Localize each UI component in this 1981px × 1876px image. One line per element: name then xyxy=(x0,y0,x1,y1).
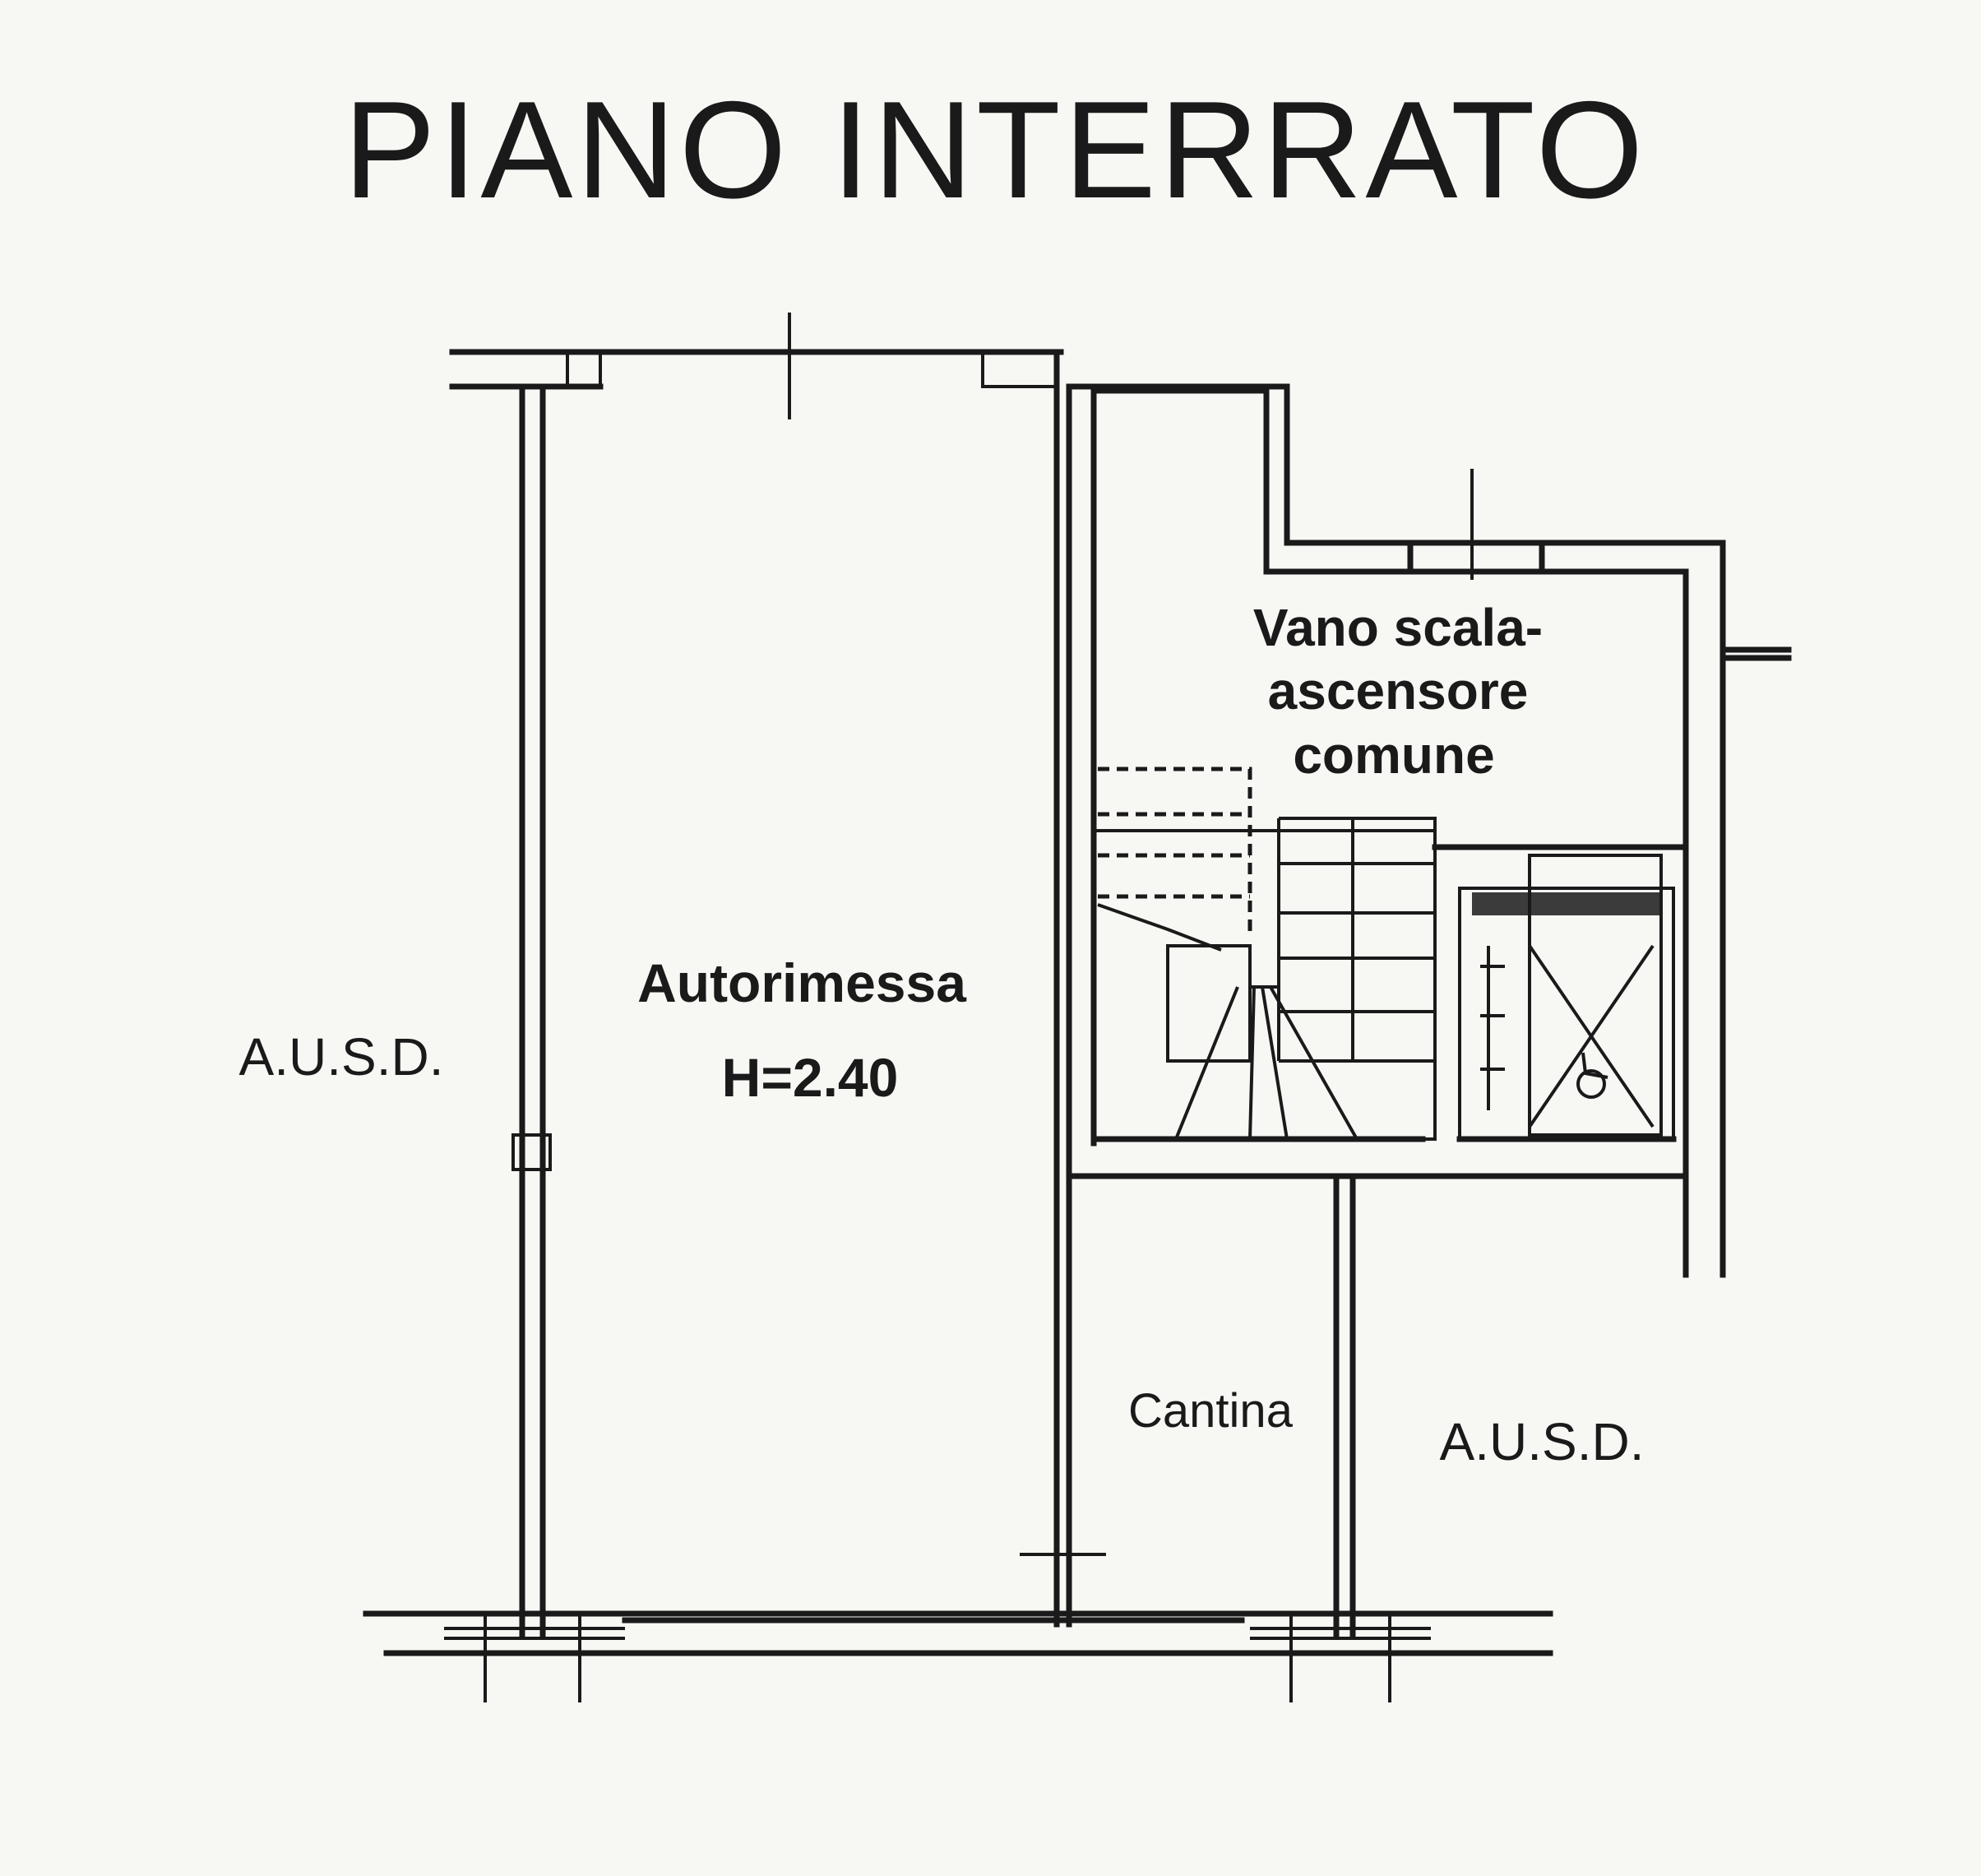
staircase-icon xyxy=(1092,767,1437,1141)
garage-height-label: H=2.40 xyxy=(722,1047,899,1108)
walls xyxy=(363,313,1792,1702)
stair-label-line2: ascensore xyxy=(1268,661,1529,720)
page-title: PIANO INTERRATO xyxy=(344,72,1647,227)
elevator-shaft-icon xyxy=(1458,854,1675,1141)
column xyxy=(511,1133,552,1171)
ausd-left-label: A.U.S.D. xyxy=(239,1027,444,1086)
wheelchair-symbol-icon xyxy=(1576,1052,1608,1099)
stair-label-line1: Vano scala- xyxy=(1253,598,1543,657)
stair-label-line3: comune xyxy=(1293,725,1494,785)
garage-label: Autorimessa xyxy=(637,952,967,1013)
cellar-label: Cantina xyxy=(1128,1384,1294,1438)
ausd-right-label: A.U.S.D. xyxy=(1440,1412,1645,1471)
